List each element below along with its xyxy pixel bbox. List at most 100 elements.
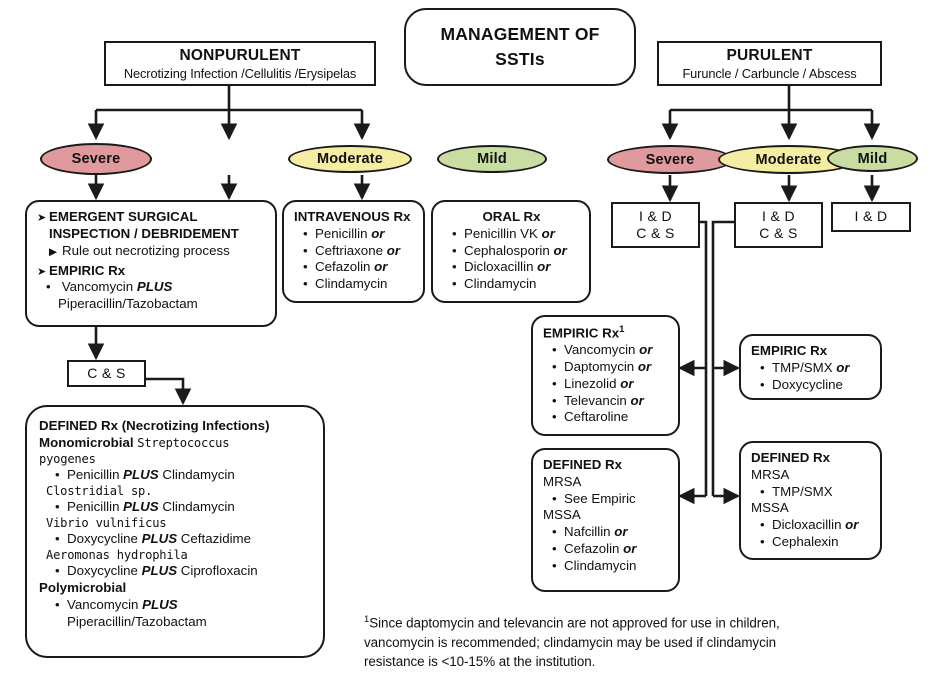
drug-name: Vancomycin <box>61 279 137 295</box>
piperacillin-line: Piperacillin/Tazobactam <box>58 296 198 312</box>
purulent-subheading: Furuncle / Carbuncle / Abscess <box>682 65 857 81</box>
defined-rx-necrotizing-box: DEFINED Rx (Necrotizing Infections) Mono… <box>25 405 325 658</box>
drug-name: See Empiric <box>564 490 636 506</box>
list-item: Vancomycin or <box>543 342 669 359</box>
drug-name: Cephalexin <box>772 534 839 550</box>
oral-rx-header: ORAL Rx <box>482 209 541 224</box>
title-box: MANAGEMENT OF SSTIs <box>404 8 636 86</box>
plus-conjunction: PLUS <box>136 279 173 295</box>
id-label: I & D <box>854 208 888 225</box>
drug-name: Penicillin VK <box>464 225 542 241</box>
list-item: Clindamycin <box>443 276 580 293</box>
footnote-line-3: resistance is <10-15% at the institution… <box>364 653 596 669</box>
vancomycin-plus-line: Vancomycin PLUS <box>37 279 266 296</box>
organism-name: Streptococcus <box>137 435 230 450</box>
severity-ellipse-nonpurulent-severe[interactable]: Severe <box>40 143 152 175</box>
empiric-rx-header: EMPIRIC Rx <box>37 263 266 280</box>
plus-conjunction: PLUS <box>141 531 178 547</box>
drug-name: Dicloxacillin <box>464 259 534 275</box>
severity-ellipse-purulent-mild[interactable]: Mild <box>827 145 918 172</box>
drug-name: Penicillin <box>67 499 124 515</box>
purulent-severe-empiric-box: EMPIRIC Rx1 Vancomycin or Daptomycin or … <box>531 315 680 436</box>
treatment-line: Penicillin PLUS Clindamycin <box>39 499 313 516</box>
drug-name-2: Ceftazidime <box>177 531 252 547</box>
severity-ellipse-nonpurulent-moderate[interactable]: Moderate <box>288 145 412 173</box>
mrsa-label: MRSA <box>751 466 790 482</box>
conjunction: or <box>371 225 385 241</box>
cs-label: C & S <box>636 225 675 241</box>
list-item: Ceftaroline <box>543 409 669 426</box>
drug-name: Televancin <box>564 392 627 408</box>
drug-name: Cefazolin <box>315 259 371 275</box>
severity-ellipse-nonpurulent-mild-2[interactable]: Mild <box>437 145 547 173</box>
drug-name: Nafcillin <box>564 524 611 540</box>
cs-label: C & S <box>759 225 798 241</box>
severity-label: Moderate <box>316 151 384 167</box>
list-item: Cephalexin <box>751 534 871 551</box>
drug-name: Daptomycin <box>564 359 635 375</box>
rule-out-necrotizing: Rule out necrotizing process <box>37 243 266 260</box>
drug-name: Doxycycline <box>67 531 142 547</box>
footnote-text-1: Since daptomycin and televancin are not … <box>369 615 780 631</box>
nonpurulent-severe-treatment-box: EMERGENT SURGICAL INSPECTION / DEBRIDEME… <box>25 200 277 327</box>
drug-name: Cefazolin <box>564 541 620 557</box>
conjunction: or <box>537 259 551 275</box>
conjunction: or <box>630 392 644 408</box>
footnote-line-2: vancomycin is recommended; clindamycin m… <box>364 634 777 650</box>
mssa-label: MSSA <box>543 507 581 523</box>
footnote-marker: 1 <box>619 324 625 335</box>
header-text: EMPIRIC Rx <box>543 325 620 341</box>
list-item: TMP/SMX <box>751 484 871 501</box>
nonpurulent-mild-treatment-box: ORAL Rx Penicillin VK or Cephalosporin o… <box>431 200 591 303</box>
title-line-2: SSTIs <box>495 49 545 69</box>
conjunction: or <box>623 541 637 557</box>
drug-name-2: Clindamycin <box>158 466 235 482</box>
treatment-line: Penicillin PLUS Clindamycin <box>39 467 313 484</box>
treatment-line: Doxycycline PLUS Ciprofloxacin <box>39 563 313 580</box>
plus-conjunction: PLUS <box>123 466 159 482</box>
conjunction: or <box>845 517 859 533</box>
id-label: I & D <box>638 207 673 224</box>
conjunction: or <box>637 359 652 375</box>
treatment-line: Vancomycin PLUS <box>39 597 313 614</box>
drug-name-2: Ciprofloxacin <box>177 563 258 579</box>
nonpurulent-heading: NONPURULENT <box>179 46 301 64</box>
purulent-mild-id-node: I & D <box>831 202 911 232</box>
list-item: Linezolid or <box>543 376 669 393</box>
footnote: 1Since daptomycin and televancin are not… <box>364 613 912 671</box>
drug-name: Ceftaroline <box>564 409 629 425</box>
list-item: Clindamycin <box>294 276 414 293</box>
conjunction: or <box>374 259 388 275</box>
drug-name: Clindamycin <box>464 276 537 292</box>
drug-name: Doxycycline <box>67 563 142 579</box>
list-item: Dicloxacillin or <box>751 517 871 534</box>
drug-name: Ceftriaxone <box>315 242 383 258</box>
drug-name: Doxycycline <box>772 376 843 392</box>
drug-name: Dicloxacillin <box>772 517 842 533</box>
severity-label: Mild <box>857 150 888 167</box>
list-item: Nafcillin or <box>543 524 669 541</box>
list-item: Doxycycline <box>751 377 871 394</box>
nonpurulent-subheading: Necrotizing Infection /Cellulitis /Erysi… <box>123 65 357 81</box>
list-item: See Empiric <box>543 491 669 508</box>
treatment-line: Doxycycline PLUS Ceftazidime <box>39 531 313 548</box>
conjunction: or <box>541 225 555 241</box>
purulent-moderate-defined-box: DEFINED Rx MRSA TMP/SMX MSSA Dicloxacill… <box>739 441 882 560</box>
conjunction: or <box>386 242 401 258</box>
purulent-header: PURULENT Furuncle / Carbuncle / Abscess <box>657 41 882 86</box>
purulent-moderate-id-cs-node: I & D C & S <box>734 202 823 248</box>
list-item: Clindamycin <box>543 558 669 575</box>
polymicrobial-label: Polymicrobial <box>39 580 127 596</box>
conjunction: or <box>614 524 628 540</box>
organism-name: Aeromonas hydrophila <box>46 547 188 562</box>
severity-label: Severe <box>645 151 695 168</box>
purulent-severe-id-cs-node: I & D C & S <box>611 202 700 248</box>
footnote-line-1: 1Since daptomycin and televancin are not… <box>364 613 912 633</box>
intravenous-rx-header: INTRAVENOUS Rx <box>294 209 411 224</box>
culture-sensitivity-node: C & S <box>67 360 146 387</box>
severity-ellipse-purulent-severe[interactable]: Severe <box>607 145 733 174</box>
purulent-heading: PURULENT <box>726 46 813 64</box>
organism-name-cont: pyogenes <box>39 451 96 466</box>
severity-label: Moderate <box>755 151 822 168</box>
